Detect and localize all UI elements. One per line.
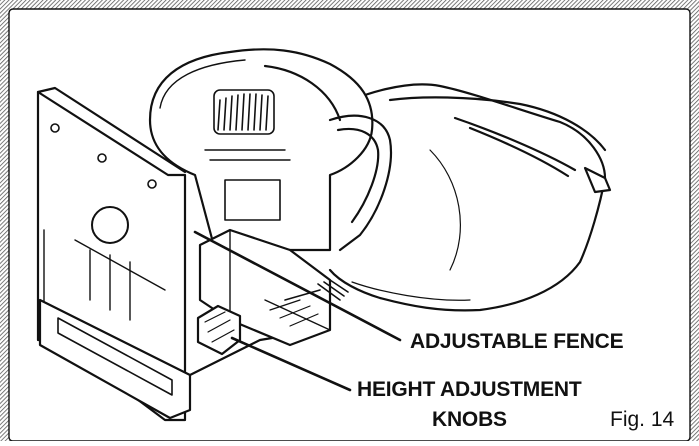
height-adjustment-label-line1: HEIGHT ADJUSTMENT bbox=[357, 378, 582, 401]
figure-number: Fig. 14 bbox=[610, 408, 675, 431]
adjustable-fence-label: ADJUSTABLE FENCE bbox=[410, 330, 624, 353]
height-adjustment-label-line2: KNOBS bbox=[432, 408, 507, 431]
